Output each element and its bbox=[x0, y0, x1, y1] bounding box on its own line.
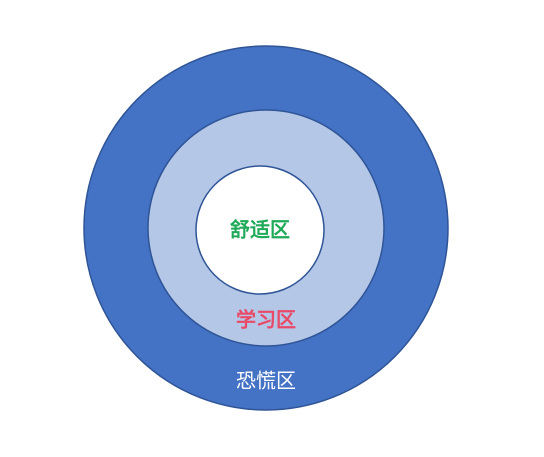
comfort-zone-label: 舒适区 bbox=[230, 218, 290, 242]
comfort-zone-circle bbox=[195, 165, 325, 295]
panic-zone-label: 恐慌区 bbox=[236, 369, 296, 393]
learning-zone-label: 学习区 bbox=[236, 308, 296, 332]
